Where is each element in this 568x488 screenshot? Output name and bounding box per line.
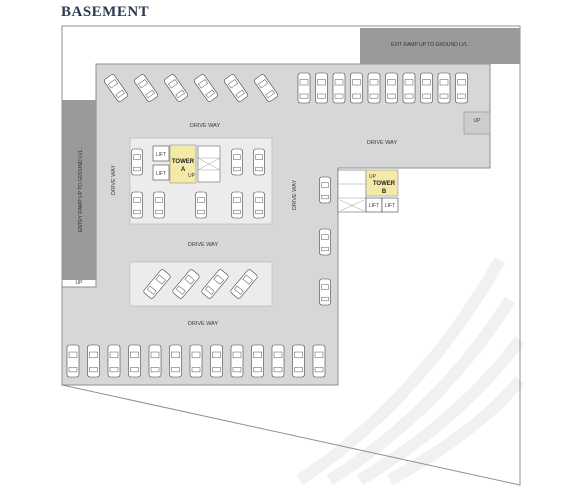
tower-a-lift-1 — [152, 145, 170, 162]
parking-car — [104, 74, 128, 102]
entry-ramp-up-label: UP — [76, 280, 84, 286]
drive-way-label-vertical: DRIVE WAY — [292, 180, 298, 211]
tower-a-core — [169, 144, 197, 184]
parking-car — [143, 269, 171, 299]
right-ramp-up-label: UP — [474, 118, 482, 124]
tower-a-lift-2-label: LIFT — [156, 171, 166, 177]
parking-car — [367, 72, 381, 104]
parking-car — [210, 344, 223, 378]
tower-a-label-line1: TOWER — [172, 159, 195, 165]
parking-car — [169, 344, 182, 378]
parking-car — [271, 344, 285, 378]
parking-car — [437, 72, 451, 104]
tower-b-lift-2 — [381, 197, 399, 213]
parking-car — [87, 344, 100, 378]
drive-way-label-middle: DRIVE WAY — [188, 242, 219, 248]
tower-b-lift-1-label: LIFT — [369, 203, 379, 209]
parking-car — [455, 72, 468, 104]
parking-car — [253, 148, 265, 176]
watermark-arcs — [296, 257, 525, 486]
parking-car — [231, 191, 243, 219]
parking-car — [231, 148, 243, 176]
parking-car — [230, 344, 244, 378]
parking-car — [319, 228, 331, 256]
entry-ramp-label: ENTRY RAMP UP TO GROUND LVL. — [78, 148, 84, 232]
plan-title: BASEMENT — [61, 4, 150, 20]
parking-car — [153, 191, 165, 219]
tower-a-stair — [197, 145, 221, 183]
parking-car — [134, 74, 158, 102]
parking-car — [148, 344, 162, 378]
right-ramp-stub — [463, 111, 491, 135]
drive-way-label-right: DRIVE WAY — [367, 140, 398, 146]
parking-car — [319, 278, 331, 306]
tower-b-core — [365, 169, 399, 197]
drive-way-label-bottom: DRIVE WAY — [188, 321, 219, 327]
tower-a-lift-1-label: LIFT — [156, 152, 166, 158]
parking-car — [189, 344, 203, 378]
parking-bays — [66, 72, 468, 378]
parking-car — [402, 72, 416, 104]
parking-car — [128, 344, 141, 378]
tower-b-up-label: UP — [369, 174, 377, 180]
parking-car — [292, 344, 305, 378]
parking-car — [172, 269, 200, 299]
tower-a-label-line2: A — [181, 167, 186, 173]
tower-b-stair — [337, 169, 367, 213]
parking-car — [254, 74, 278, 102]
parking-car — [131, 148, 143, 176]
parking-car — [107, 344, 121, 378]
tower-a-up-label: UP — [188, 173, 196, 179]
parking-car — [385, 72, 398, 104]
parking-car — [297, 72, 311, 104]
tower-b-label-line2: B — [382, 189, 387, 195]
drive-way-label-left: DRIVE WAY — [111, 165, 117, 196]
parking-car — [251, 344, 264, 378]
parking-car — [253, 191, 265, 219]
tower-a-lift-2 — [152, 164, 170, 181]
parking-car — [350, 72, 363, 104]
parking-car — [164, 74, 188, 102]
parking-car — [195, 191, 207, 219]
tower-b-lift-2-label: LIFT — [385, 203, 395, 209]
parking-car — [319, 176, 331, 204]
parking-car — [194, 74, 218, 102]
parking-car — [332, 72, 346, 104]
parking-car — [312, 344, 326, 378]
parking-car — [230, 269, 258, 299]
parking-car — [315, 72, 328, 104]
exit-ramp-label: EXIT RAMP UP TO GROUND LVL. — [391, 42, 469, 48]
parking-car — [420, 72, 433, 104]
parking-car — [224, 74, 248, 102]
basement-floor — [61, 63, 491, 386]
parking-car — [201, 269, 229, 299]
parking-car — [131, 191, 143, 219]
tower-b-label-line1: TOWER — [373, 181, 396, 187]
drive-way-label-top: DRIVE WAY — [190, 123, 221, 129]
exit-ramp — [360, 28, 520, 64]
parking-car — [66, 344, 80, 378]
entry-ramp — [62, 100, 96, 280]
